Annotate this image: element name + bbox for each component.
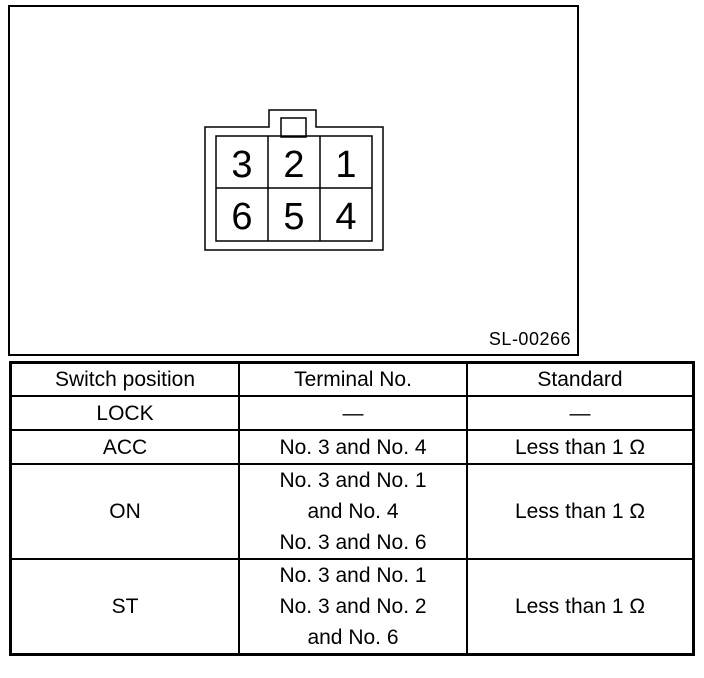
terminal-line: and No. 6 [307,626,399,649]
cell-position: LOCK [9,395,240,431]
switch-spec-table: Switch position Terminal No. Standard LO… [9,361,695,656]
terminal-5: 5 [283,196,304,238]
cell-terminal: No. 3 and No. 1 No. 3 and No. 2 and No. … [238,558,468,656]
terminal-line: No. 3 and No. 2 [279,595,427,618]
cell-standard: Less than 1 Ω [466,558,695,656]
table-row: ON No. 3 and No. 1 and No. 4 No. 3 and N… [9,463,695,560]
header-terminal-no: Terminal No. [238,361,468,397]
cell-terminal: No. 3 and No. 1 and No. 4 No. 3 and No. … [238,463,468,560]
cell-position: ON [9,463,240,560]
cell-position: ACC [9,429,240,465]
cell-standard: Less than 1 Ω [466,429,695,465]
terminal-line: — [342,401,364,425]
figure-id-label: SL-00266 [488,329,571,349]
terminal-2: 2 [283,144,304,186]
cell-terminal: No. 3 and No. 4 [238,429,468,465]
table-header-row: Switch position Terminal No. Standard [9,361,695,397]
terminal-line: No. 3 and No. 1 [279,564,427,587]
terminal-line: No. 3 and No. 6 [279,531,427,554]
table-row: LOCK — — [9,395,695,431]
connector-housing [204,109,384,251]
table-row: ST No. 3 and No. 1 No. 3 and No. 2 and N… [9,558,695,656]
terminal-4: 4 [335,196,356,238]
cell-position: ST [9,558,240,656]
terminal-3: 3 [231,144,252,186]
terminal-line: and No. 4 [307,500,399,523]
table-row: ACC No. 3 and No. 4 Less than 1 Ω [9,429,695,465]
terminal-6: 6 [231,196,252,238]
connector-figure: 3 2 1 6 5 4 SL-00266 [8,5,579,356]
cell-standard: — [466,395,695,431]
terminal-1: 1 [335,144,356,186]
terminal-line: No. 3 and No. 1 [279,469,427,492]
connector-diagram: 3 2 1 6 5 4 [204,109,384,251]
header-switch-position: Switch position [9,361,240,397]
header-standard: Standard [466,361,695,397]
terminal-line: No. 3 and No. 4 [279,435,427,459]
cell-terminal: — [238,395,468,431]
connector-latch [280,117,307,138]
cell-standard: Less than 1 Ω [466,463,695,560]
